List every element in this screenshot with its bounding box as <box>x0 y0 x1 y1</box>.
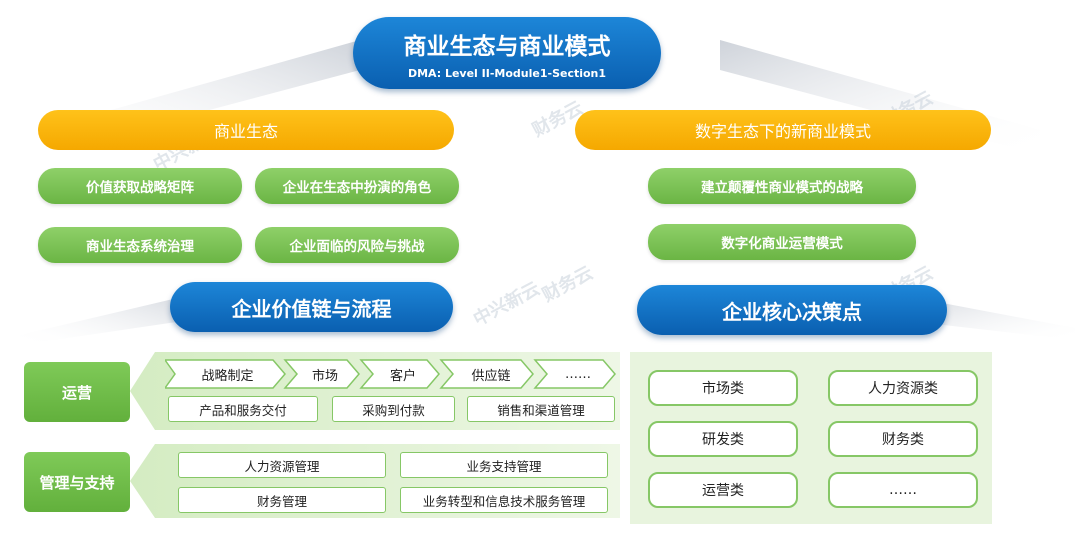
business-ecosystem-heading: 商业生态 <box>38 110 454 150</box>
ecosystem-item: 企业在生态中扮演的角色 <box>255 168 459 204</box>
value-chain-title: 企业价值链与流程 <box>170 282 453 332</box>
process-box: 产品和服务交付 <box>168 396 318 422</box>
ecosystem-item: 企业面临的风险与挑战 <box>255 227 459 263</box>
decision-item: 研发类 <box>648 421 798 457</box>
decision-item: …… <box>828 472 978 508</box>
chevron-supply-chain: 供应链 <box>471 368 511 384</box>
main-subtitle: DMA: Level II-Module1-Section1 <box>407 66 607 80</box>
chevron-more: …… <box>565 366 591 382</box>
ecosystem-item: 商业生态系统治理 <box>38 227 242 263</box>
chevron-market: 市场 <box>311 368 338 384</box>
business-model-item: 数字化商业运营模式 <box>648 224 916 260</box>
decision-item: 市场类 <box>648 370 798 406</box>
business-model-item: 建立颠覆性商业模式的战略 <box>648 168 916 204</box>
decision-points-title: 企业核心决策点 <box>637 285 947 335</box>
decision-item: 人力资源类 <box>828 370 978 406</box>
support-box: 财务管理 <box>178 487 386 513</box>
support-box: 业务支持管理 <box>400 452 608 478</box>
support-box: 人力资源管理 <box>178 452 386 478</box>
chevron-strategy: 战略制定 <box>201 368 254 384</box>
ecosystem-item: 价值获取战略矩阵 <box>38 168 242 204</box>
process-box: 销售和渠道管理 <box>467 396 615 422</box>
decision-item: 财务类 <box>828 421 978 457</box>
main-title: 商业生态与商业模式 <box>403 33 611 60</box>
chevron-customer: 客户 <box>389 368 416 384</box>
main-title-banner: 商业生态与商业模式 DMA: Level II-Module1-Section1 <box>353 17 661 89</box>
decision-item: 运营类 <box>648 472 798 508</box>
operations-label: 运营 <box>24 362 130 422</box>
new-business-model-heading: 数字生态下的新商业模式 <box>575 110 991 150</box>
process-chevrons <box>165 359 616 389</box>
management-support-label: 管理与支持 <box>24 452 130 512</box>
support-box: 业务转型和信息技术服务管理 <box>400 487 608 513</box>
process-box: 采购到付款 <box>332 396 455 422</box>
